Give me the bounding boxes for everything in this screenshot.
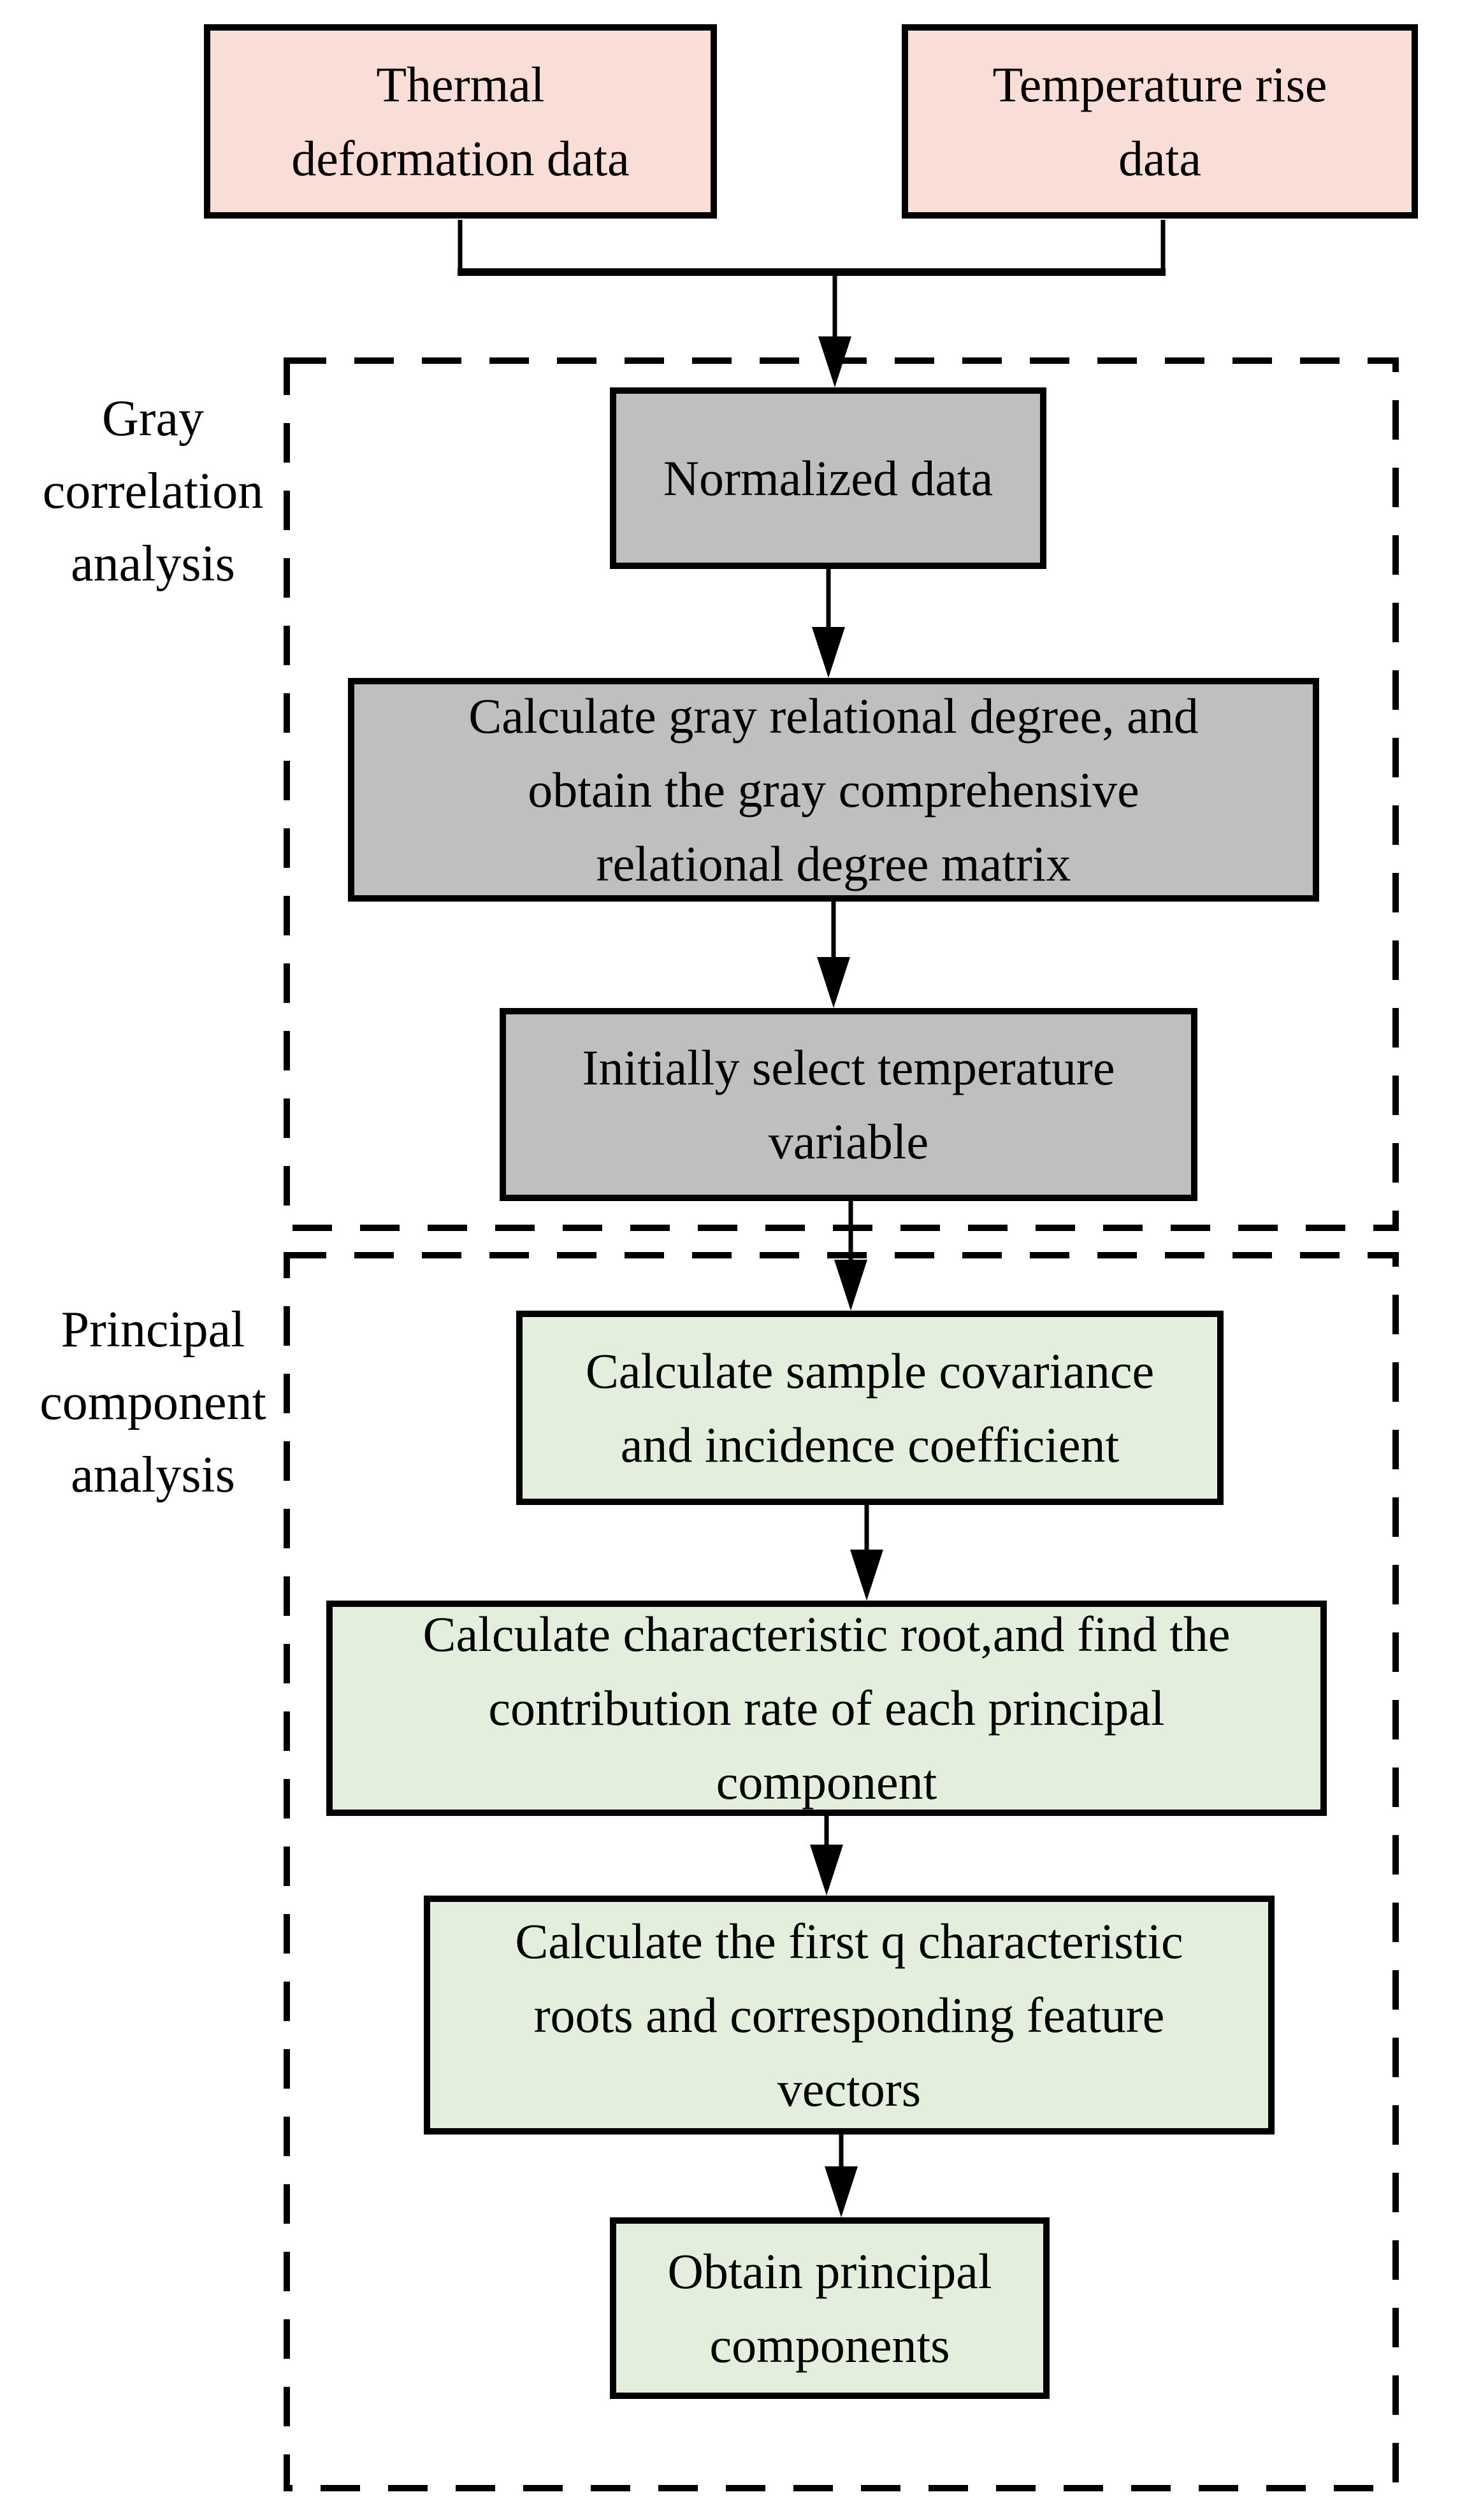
node-text: Calculate characteristic root,and find t…: [423, 1606, 1231, 1810]
node-normalized-data: Normalized data: [610, 387, 1046, 569]
node-obtain-principal-components: Obtain principal components: [610, 2217, 1050, 2399]
node-characteristic-root: Calculate characteristic root,and find t…: [326, 1601, 1327, 1816]
arrowhead-to-characteristic-root: [850, 1550, 883, 1601]
node-text: Calculate the first q characteristic roo…: [515, 1913, 1183, 2117]
node-text: Calculate gray relational degree, and ob…: [468, 688, 1199, 891]
node-text: Initially select temperature variable: [582, 1039, 1115, 1169]
arrowhead-to-select-variable: [817, 957, 850, 1008]
label-gray-correlation-analysis: Gray correlation analysis: [42, 391, 264, 592]
node-text: Calculate sample covariance and incidenc…: [585, 1343, 1155, 1472]
merge-connector: [458, 220, 1166, 341]
arrowhead-to-normalized-data: [818, 336, 851, 387]
node-initially-select-temperature-variable: Initially select temperature variable: [500, 1008, 1197, 1201]
flow-arrows: [824, 569, 869, 2170]
node-thermal-deformation-data: Thermal deformation data: [204, 24, 717, 219]
node-text: Thermal deformation data: [291, 56, 630, 186]
node-temperature-rise-data: Temperature rise data: [902, 24, 1418, 219]
flow-arrowheads: [810, 627, 883, 2217]
arrowhead-to-first-q-roots: [810, 1845, 843, 1896]
node-sample-covariance: Calculate sample covariance and incidenc…: [516, 1311, 1224, 1505]
arrowhead-to-relational-degree: [812, 627, 845, 678]
arrowhead-to-covariance: [834, 1260, 867, 1311]
node-text: Temperature rise data: [992, 56, 1327, 186]
node-text: Normalized data: [663, 450, 994, 506]
node-text: Obtain principal components: [667, 2243, 992, 2373]
arrowhead-to-principal-components: [825, 2166, 858, 2217]
label-principal-component-analysis: Principal component analysis: [40, 1302, 266, 1503]
principal-component-dashed-box: [284, 1252, 1399, 2491]
node-first-q-characteristic-roots: Calculate the first q characteristic roo…: [424, 1896, 1275, 2135]
node-gray-relational-degree: Calculate gray relational degree, and ob…: [348, 678, 1319, 902]
